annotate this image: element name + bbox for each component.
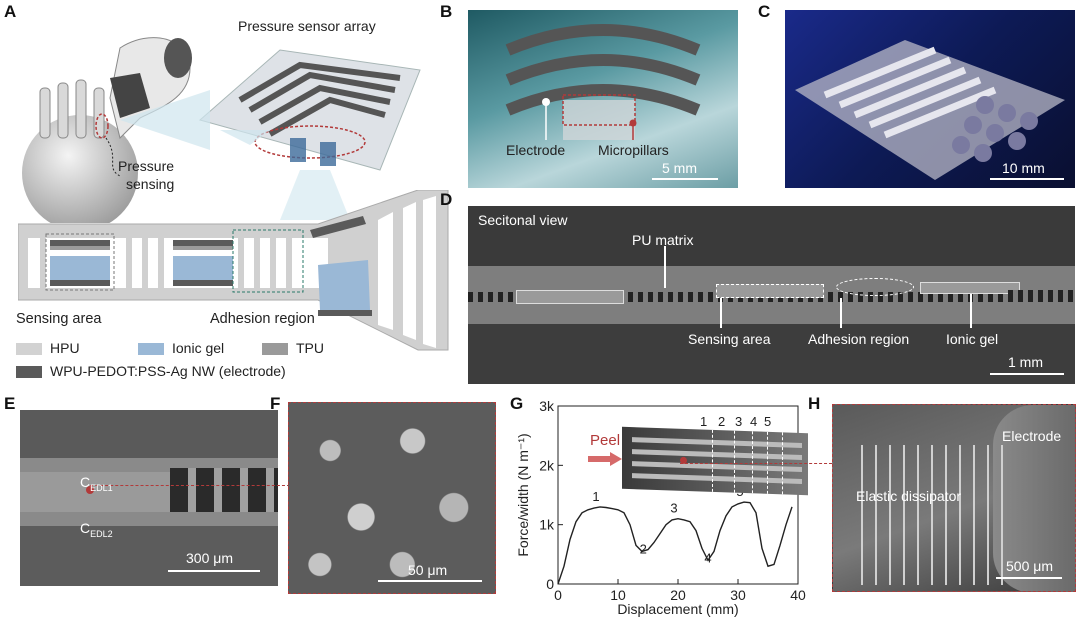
peak-label: 4 [704, 550, 711, 565]
scale-d-bar [990, 373, 1064, 375]
scale-h-text: 500 μm [1006, 558, 1053, 574]
label-elastic-dissipator: Elastic dissipator [856, 488, 962, 504]
legend-tpu: TPU [296, 340, 324, 356]
x-tick-label: 10 [610, 587, 626, 603]
x-axis-label: Displacement (mm) [617, 601, 738, 617]
inset-pos-3: 3 [735, 414, 743, 429]
panel-label-a: A [4, 2, 17, 21]
y-tick-label: 1k [539, 517, 555, 533]
cedl1-main: C [80, 474, 91, 490]
zoom-beam-a [120, 90, 210, 150]
peak-label: 2 [640, 541, 647, 556]
label-sectional-view: Secitonal view [478, 212, 568, 228]
photo-f-ionic-gel-texture [288, 402, 496, 594]
scale-e-text: 300 μm [186, 550, 233, 566]
x-tick-label: 40 [790, 587, 806, 603]
photo-c-overlay [795, 40, 1065, 180]
panel-label-b: B [440, 2, 453, 21]
panel-label-h: H [808, 394, 821, 413]
peak-label: 3 [670, 501, 677, 516]
pressure-sensing-line1: Pressure [118, 158, 175, 174]
label-adhesion-region: Adhesion region [210, 311, 315, 327]
photo-h-dissipator [832, 404, 1076, 592]
photo-c-flat-array [785, 10, 1075, 188]
photo-g-peel-inset [622, 426, 808, 496]
legend-electrode: WPU-PEDOT:PSS-Ag NW (electrode) [50, 363, 286, 379]
panel-label-c: C [758, 2, 771, 21]
label-electrode-b: Electrode [506, 142, 566, 158]
panel-label-e: E [4, 394, 16, 413]
connector-e-f [90, 485, 290, 486]
label-peel: Peel [590, 432, 621, 449]
cedl2-main: C [80, 520, 91, 536]
x-tick-label: 20 [670, 587, 686, 603]
legend-swatch-electrode [16, 366, 42, 378]
peel-arrow-icon [588, 452, 622, 466]
y-tick-label: 2k [539, 457, 555, 473]
cedl1-sub: EDL1 [90, 482, 113, 493]
label-sensing-area-d: Sensing area [688, 331, 771, 347]
y-ticks: 0 1k 2k 3k [539, 398, 563, 592]
inset-pos-2: 2 [718, 414, 726, 429]
scale-b-text: 5 mm [662, 160, 697, 176]
legend-hpu: HPU [50, 340, 80, 356]
label-micropillars: Micropillars [598, 142, 669, 158]
x-tick-label: 30 [730, 587, 746, 603]
scale-f-text: 50 μm [408, 562, 448, 578]
label-ionic-gel-d: Ionic gel [946, 331, 999, 347]
label-cedl1: CEDL1 [80, 474, 113, 493]
y-tick-label: 3k [539, 398, 555, 414]
label-cedl2: CEDL2 [80, 520, 113, 539]
scale-h-bar [996, 577, 1062, 579]
peak-label: 1 [592, 489, 599, 504]
sensing-spot-marker [95, 113, 109, 139]
inset-pos-5: 5 [764, 414, 772, 429]
y-axis-label: Force/width (N m⁻¹) [515, 433, 531, 556]
sensor-array-title: Pressure sensor array [238, 18, 376, 34]
panel-label-g: G [510, 394, 524, 413]
scale-d-text: 1 mm [1008, 354, 1043, 370]
robotic-hand-illustration [22, 37, 192, 223]
cedl2-sub: EDL2 [90, 528, 113, 539]
panel-label-f: F [270, 394, 281, 413]
scale-b-bar [652, 178, 718, 180]
x-ticks: 0 10 20 30 40 [554, 579, 806, 603]
label-sensing-area: Sensing area [16, 311, 102, 327]
x-tick-label: 0 [554, 587, 562, 603]
zoom-beam-b [280, 170, 350, 220]
photo-b-sensor-on-cylinder [468, 10, 738, 188]
y-tick-label: 0 [546, 576, 554, 592]
photo-b-overlay [505, 24, 701, 140]
legend-ionic-gel: Ionic gel [172, 340, 225, 356]
pressure-sensing-line2: sensing [126, 176, 175, 192]
series-line [557, 501, 793, 585]
scale-f-bar [378, 580, 482, 582]
legend-swatch-hpu [16, 343, 42, 355]
legend-swatch-tpu [262, 343, 288, 355]
inset-pos-1: 1 [700, 414, 708, 429]
label-adhesion-region-d: Adhesion region [808, 331, 910, 347]
connector-g-h [680, 463, 832, 464]
label-electrode-h: Electrode [1002, 428, 1062, 444]
cross-section-schematic [18, 190, 449, 351]
inset-pos-4: 4 [750, 414, 758, 429]
legend-swatch-ionic-gel [138, 343, 164, 355]
scale-e-bar [168, 570, 260, 572]
sensor-array-sheet [198, 49, 421, 171]
panel-label-d: D [440, 190, 453, 209]
scale-c-bar [990, 178, 1064, 180]
photo-d-sem-section [468, 206, 1075, 384]
scale-c-text: 10 mm [1002, 160, 1045, 176]
photo-e-sem [20, 410, 278, 586]
label-pu-matrix: PU matrix [632, 232, 694, 248]
